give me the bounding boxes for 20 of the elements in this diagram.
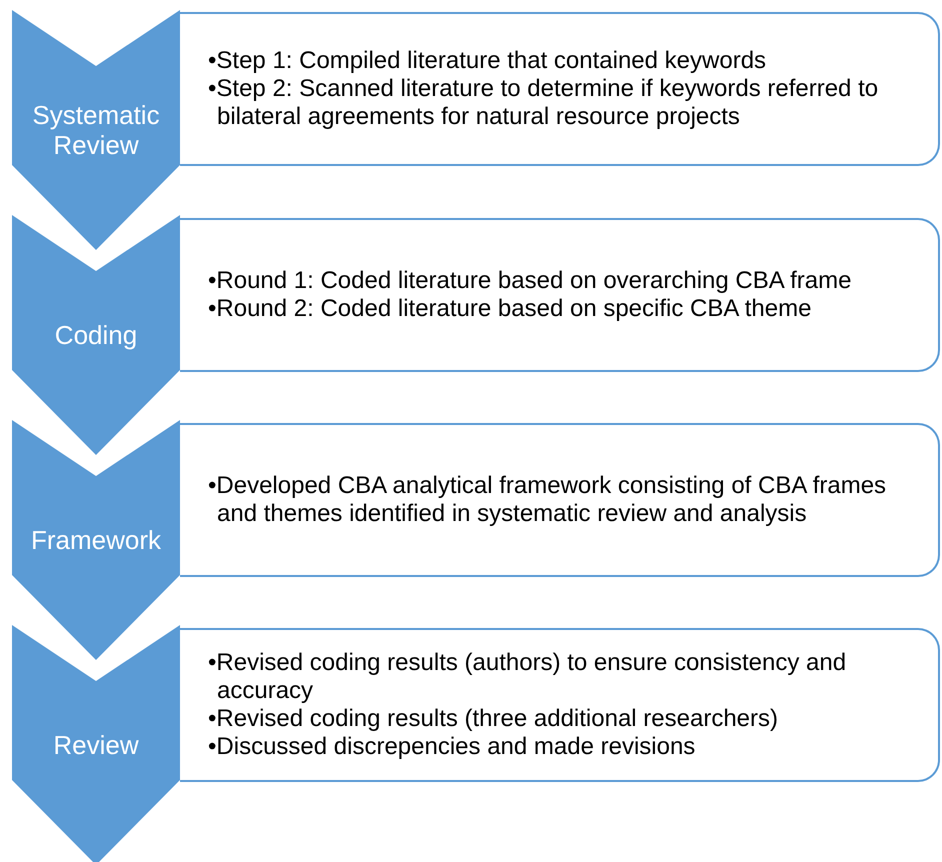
chevron-step — [12, 10, 180, 250]
step-title: Review — [52, 730, 140, 760]
chevron-step — [12, 215, 180, 455]
bullet-text: •Step 1: Compiled literature that contained keywords — [208, 47, 768, 75]
text-box — [180, 12, 940, 166]
bullet-text: •Round 1: Coded literature based on overarching CBA frame — [208, 267, 852, 295]
step-title: Coding — [54, 320, 138, 350]
bullet-text: •Round 2: Coded literature based on specific CBA theme — [208, 295, 812, 323]
text-box — [180, 628, 940, 782]
bullet-text: •Revised coding results (authors) to ensure consistency and accuracy — [208, 649, 848, 705]
bullet-text: •Discussed discrepencies and made revisions — [208, 733, 696, 761]
bullet-text: •Step 2: Scanned literature to determine if keywords referred to bilateral agreements for natural resource projects — [208, 75, 880, 131]
chevron-step — [12, 420, 180, 660]
chevron-step — [12, 625, 180, 862]
bullet-text: •Revised coding results (three additional researchers) — [208, 705, 780, 733]
step-title: Framework — [30, 525, 162, 555]
bullet-text: •Developed CBA analytical framework consisting of CBA frames and themes identified in systematic review and analysis — [208, 472, 888, 528]
text-box — [180, 423, 940, 577]
step-title: Systematic Review — [31, 100, 161, 160]
text-box — [180, 218, 940, 372]
